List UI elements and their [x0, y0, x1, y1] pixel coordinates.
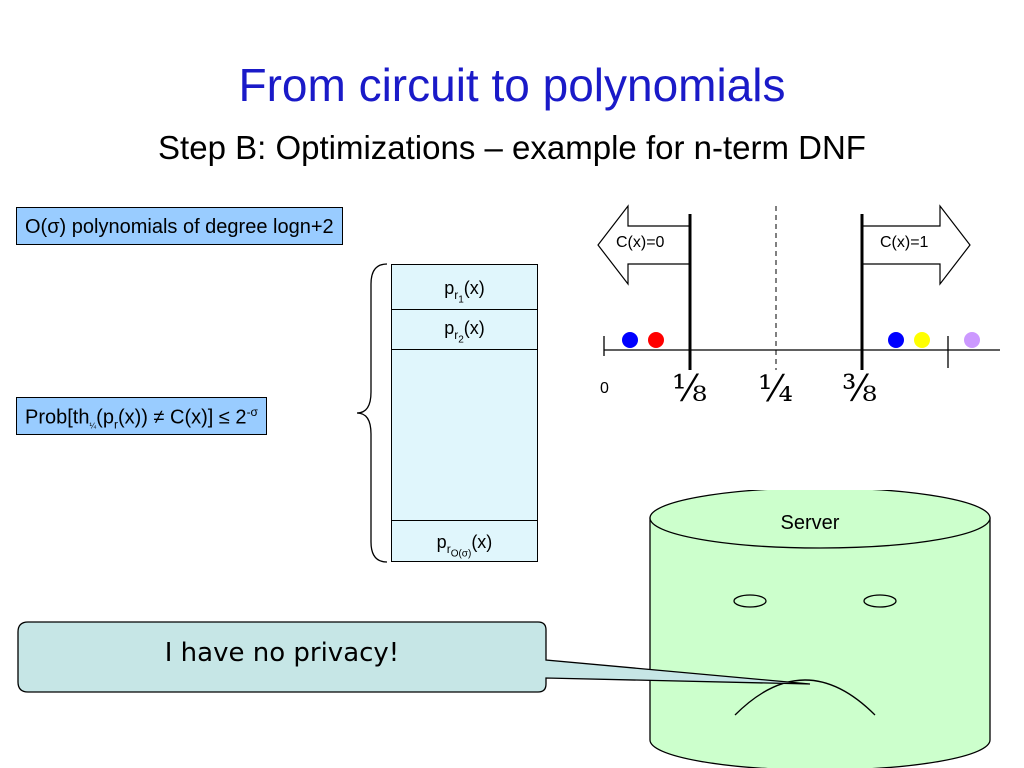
left-arrow-shape — [597, 204, 691, 286]
dot-yellow-high — [914, 332, 930, 348]
server-cylinder-body — [649, 517, 991, 768]
dot-blue-low — [622, 332, 638, 348]
row-divider — [392, 520, 537, 521]
server-right-eye — [863, 594, 897, 608]
exponent: -σ — [246, 405, 258, 419]
prob-prefix: Prob[th — [25, 406, 90, 429]
left-arrow-label: C(x)=0 — [616, 234, 665, 251]
curly-brace — [356, 263, 388, 563]
dot-red-low — [648, 332, 664, 348]
row-divider — [392, 349, 537, 350]
degree-box: O(σ) polynomials of degree logn+2 — [16, 207, 343, 245]
polynomial-row-1: pr1(x) — [444, 278, 485, 305]
tick-label-three-eighths: ⅜ — [842, 369, 877, 410]
polynomial-table: pr1(x) pr2(x) prO(σ)(x) — [391, 264, 538, 562]
server-label: Server — [780, 512, 840, 534]
server-left-eye — [733, 594, 767, 608]
prob-mid2: (x)) ≠ C(x)] ≤ 2 — [117, 406, 247, 429]
slide-title: From circuit to polynomials — [238, 59, 786, 111]
server-frown-mouth — [734, 679, 876, 716]
slide-subtitle: Step B: Optimizations – example for n-te… — [158, 129, 866, 166]
probability-box: Prob[th¼(pr(x)) ≠ C(x)] ≤ 2-σ — [16, 397, 267, 435]
threshold-subscript: ¼ — [89, 421, 97, 431]
axis-zero-label: 0 — [600, 380, 609, 397]
speech-bubble-text: I have no privacy! — [164, 638, 400, 668]
r-subscript: r — [113, 417, 118, 432]
tick-label-one-quarter: ¼ — [758, 369, 793, 410]
row-divider — [392, 309, 537, 310]
speech-bubble — [17, 621, 811, 693]
polynomial-row-last: prO(σ)(x) — [436, 532, 493, 559]
prob-mid1: (p — [96, 406, 114, 429]
polynomial-row-2: pr2(x) — [444, 318, 485, 345]
right-arrow-shape — [861, 204, 971, 286]
dot-lavender-high — [964, 332, 980, 348]
dot-blue-high — [888, 332, 904, 348]
right-arrow-label: C(x)=1 — [880, 234, 929, 251]
server-cylinder-top — [649, 490, 991, 549]
tick-label-one-eighth: ⅛ — [672, 369, 707, 410]
server-and-bubble — [17, 490, 991, 768]
number-line-diagram — [597, 204, 1000, 370]
